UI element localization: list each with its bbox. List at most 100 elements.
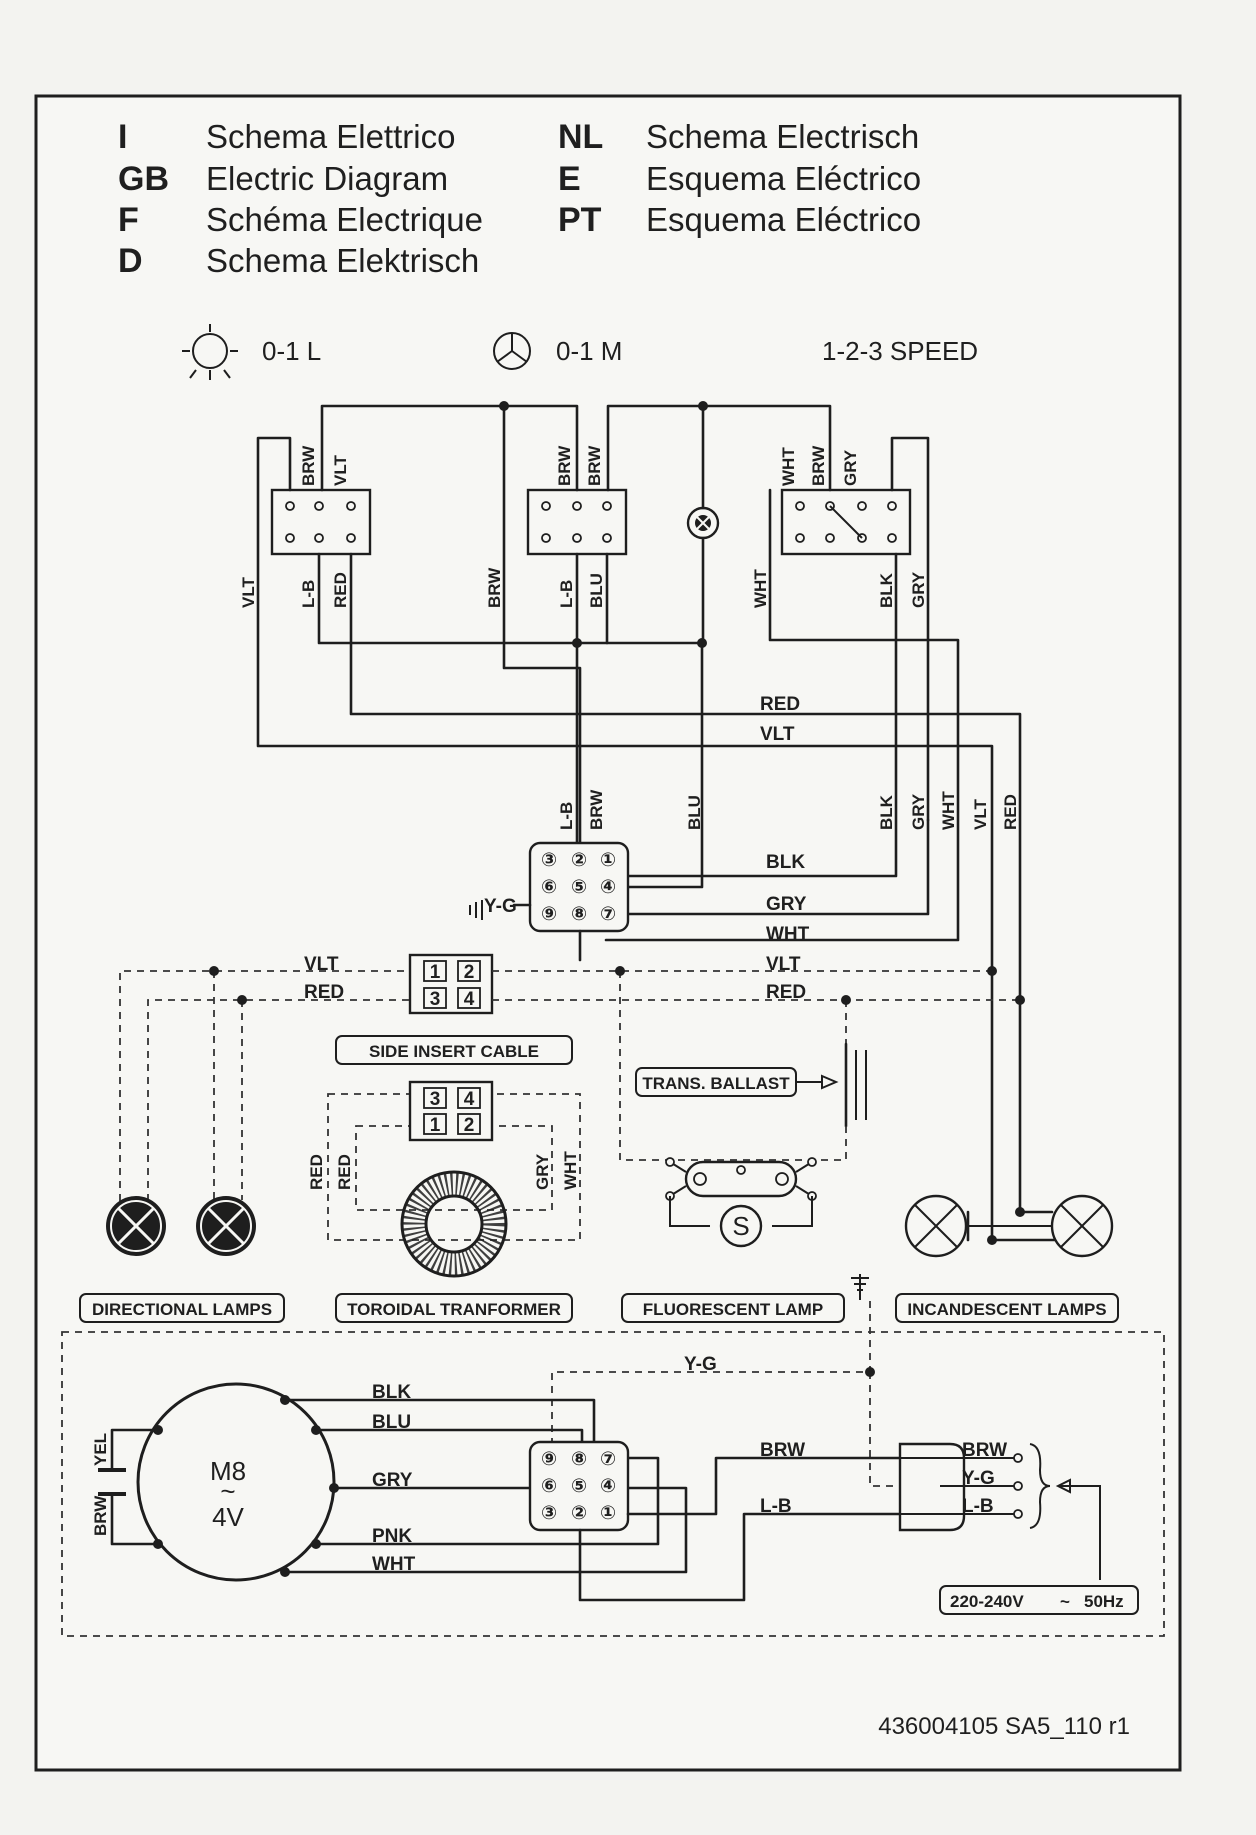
switch-header: 0-1 L 0-1 M 1-2-3 SPEED [182,324,978,380]
pin-1: ① [600,1503,616,1524]
supply-box [939,1585,1139,1615]
pin-3: 3 [430,989,441,1010]
wire-label: WHT [766,924,810,945]
incandescent-lamps-label: INCANDESCENT LAMPS [907,1300,1106,1319]
wire-label: BLU [685,795,704,830]
wire-label: WHT [939,791,958,830]
speed-switch-label: 1-2-3 SPEED [822,336,978,366]
legend-name: Schema Elektrisch [206,242,479,279]
side-insert-cable-box [335,1035,573,1065]
incandescent-lamps [904,998,1114,1258]
wire-label: Y-G [962,1468,995,1489]
upper-wiring [256,401,1022,1242]
legend-name: Schema Electrisch [646,118,919,155]
directional-lamps-label: DIRECTIONAL LAMPS [92,1300,272,1319]
dashed-buses: VLT RED VLT RED [119,954,1025,1240]
wire-label: BLK [877,572,896,608]
pin-8: ⑧ [571,904,587,925]
wire-label: BRW [485,567,504,608]
legend-name: Schema Elettrico [206,118,455,155]
wire-label: Y-G [484,896,517,917]
pin-2: 2 [464,962,475,983]
legend-name: Schéma Electrique [206,201,483,238]
wire-label: GRY [766,894,807,915]
pin-5: ⑤ [571,877,587,898]
wire-label: RED [335,1154,354,1190]
supply-ac-symbol: ~ [1060,1592,1070,1611]
wire-label: BRW [809,445,828,486]
light-bulb-icon [182,324,238,380]
motor-ac-symbol: ~ [220,1476,235,1506]
lower-nine-pin-connector: ⑨ ⑧ ⑦ ⑥ ⑤ ④ ③ ② ① [528,1440,630,1532]
motor-switch-block [526,488,628,556]
wire-label: VLT [239,577,258,608]
wire-label: BRW [587,789,606,830]
upper-earth: Y-G [469,896,532,920]
wire-label: BRW [555,445,574,486]
pin-8: ⑧ [571,1449,587,1470]
directional-lamp-icon [196,1196,256,1256]
wire-label: PNK [372,1526,412,1547]
pin-3: 3 [430,1089,441,1110]
wire-label: BRW [962,1440,1007,1461]
upper-nine-pin-connector: ③ ② ① ⑥ ⑤ ④ ⑨ ⑧ ⑦ [528,841,630,933]
starter-icon [719,1204,763,1248]
pin-7: ⑦ [600,1449,616,1470]
wire-label: L-B [962,1496,994,1517]
legend-code: F [118,201,139,239]
wire-label: L-B [557,580,576,608]
wire-label: L-B [557,802,576,830]
pin-3: ③ [541,1503,557,1524]
language-legend: I Schema Elettrico GB Electric Diagram F… [118,118,921,280]
fluorescent-lamp-label: FLUORESCENT LAMP [643,1300,823,1319]
legend-code: PT [558,201,602,239]
wire-label: RED [760,694,800,715]
pin-6: ⑥ [541,877,557,898]
motor-section: Y-G M8 ~ 4V YEL BRW BLK BLU GRY PNK WHT [91,1300,1139,1615]
wire-label: GRY [533,1153,552,1190]
toroidal-transformer: 3 4 1 2 RED RED GRY WHT [307,1080,581,1278]
pin-1: 1 [430,1115,441,1136]
pin-1: 1 [430,962,441,983]
incandescent-lamp-icon [904,1194,968,1258]
directional-lamps [106,1196,256,1256]
wire-label: BLK [372,1382,411,1403]
pin-7: ⑦ [600,904,616,925]
wire-label: WHT [372,1554,416,1575]
fluorescent-circuit: TRANS. BALLAST S [635,1042,867,1248]
motor-name: M8 [210,1456,246,1486]
wire-label: BLU [372,1412,411,1433]
pin-3: ③ [541,850,557,871]
side-insert-cable-label: SIDE INSERT CABLE [369,1042,539,1061]
document-code: 436004105 SA5_110 r1 [878,1713,1130,1740]
wire-label: BRW [585,445,604,486]
wire-label: Y-G [684,1354,717,1375]
pin-2: 2 [464,1115,475,1136]
wire-label: RED [1001,794,1020,830]
chassis-earth-icon [851,1274,869,1300]
starter-label: S [732,1211,749,1241]
component-captions: DIRECTIONAL LAMPS TOROIDAL TRANFORMER FL… [79,1293,1119,1323]
legend-code: I [118,118,127,156]
legend-name: Esquema Eléctrico [646,160,921,197]
wire-label: GRY [841,449,860,486]
supply-voltage: 220-240V [950,1592,1024,1611]
wire-label: RED [331,572,350,608]
pin-2: ② [571,850,587,871]
pin-6: ⑥ [541,1476,557,1497]
wire-label: BLU [587,573,606,608]
wire-label: BRW [299,445,318,486]
mains-plug-icon [898,1442,1051,1532]
motor-section-frame [61,1331,1165,1637]
wire-label: GRY [909,571,928,608]
wire-label: RED [307,1154,326,1190]
pin-9: ⑨ [541,1449,557,1470]
pin-1: ① [600,850,616,871]
wire-label: BLK [877,794,896,830]
wire-label: BRW [760,1440,805,1461]
pin-4: ④ [600,877,616,898]
legend-code: GB [118,160,169,198]
indicator-lamp [686,506,720,540]
pin-4: 4 [464,1089,475,1110]
wire-label: RED [766,982,806,1003]
